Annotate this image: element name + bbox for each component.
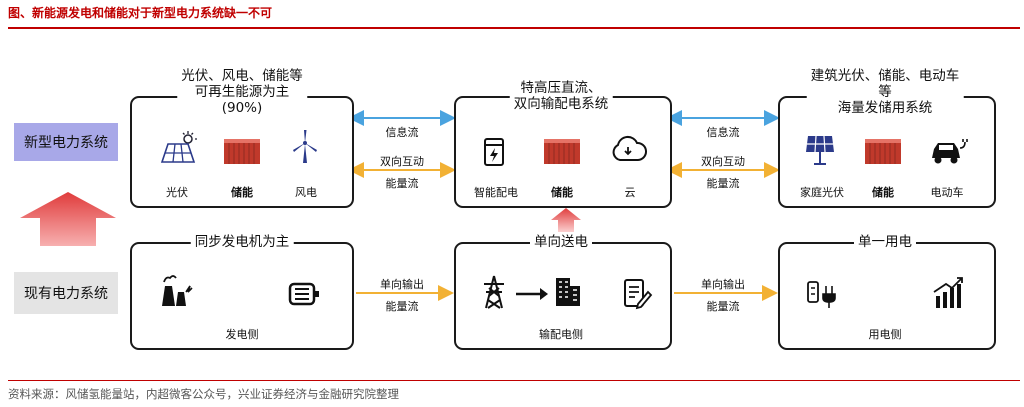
flow-oneway-2: 单向输出 (701, 278, 745, 291)
battery-container-icon (542, 134, 582, 170)
icon-label-ev: 电动车 (930, 186, 964, 199)
current-grid-title: 单向送电 (530, 234, 592, 250)
flow-energy-4: 能量流 (706, 300, 740, 313)
flow-energy-3: 能量流 (385, 300, 419, 313)
upgrade-arrow-left (20, 192, 116, 246)
home-solar-icon (800, 132, 840, 168)
new-consumption-title: 建筑光伏、储能、电动车 等 海量发储用系统 (806, 68, 964, 116)
building-icon (548, 272, 588, 308)
new-generation-title: 光伏、风电、储能等 可再生能源为主 (90%) (177, 68, 307, 116)
icon-label-smart: 智能配电 (474, 186, 518, 199)
cloud-icon (608, 132, 648, 168)
icon-label-solar: 光伏 (166, 186, 188, 199)
current-generation-title: 同步发电机为主 (190, 234, 294, 250)
electric-car-icon (928, 134, 968, 170)
icon-label-storage-3: 储能 (872, 186, 894, 199)
battery-container-icon (863, 134, 903, 170)
document-edit-icon (616, 276, 656, 312)
power-plant-icon (156, 272, 196, 308)
figure-title: 图、新能源发电和储能对于新型电力系统缺一不可 (8, 6, 273, 20)
arrow-right-icon (512, 276, 552, 312)
flow-info-1: 信息流 (385, 126, 419, 139)
current-consumption-title: 单一用电 (854, 234, 916, 250)
flow-oneway-1: 单向输出 (380, 278, 424, 291)
upgrade-arrow-middle (551, 208, 581, 232)
wind-turbine-icon (285, 128, 325, 164)
solar-panel-icon (158, 130, 198, 166)
new-system-label: 新型电力系统 (14, 123, 118, 161)
bottom-label-generation: 发电侧 (225, 328, 259, 341)
current-system-label: 现有电力系统 (14, 272, 118, 314)
icon-label-storage-2: 储能 (551, 186, 573, 199)
new-grid-title: 特高压直流、 双向输配电系统 (509, 80, 613, 112)
smart-distribution-icon (474, 134, 514, 170)
bottom-label-grid: 输配电侧 (539, 328, 583, 341)
icon-label-home-solar: 家庭光伏 (800, 186, 844, 199)
bar-chart-icon (928, 274, 968, 310)
transmission-tower-icon (474, 274, 514, 310)
icon-label-wind: 风电 (295, 186, 317, 199)
flow-bidir-1: 双向互动 (380, 155, 424, 168)
plug-socket-icon (804, 274, 844, 310)
generator-icon (284, 276, 324, 312)
source-divider (8, 380, 1020, 381)
title-divider (8, 27, 1020, 29)
icon-label-cloud: 云 (624, 186, 636, 199)
bottom-label-consumption: 用电侧 (868, 328, 902, 341)
flow-info-2: 信息流 (706, 126, 740, 139)
icon-label-storage-1: 储能 (231, 186, 253, 199)
flow-energy-2: 能量流 (706, 177, 740, 190)
source-note: 资料来源：风储氢能量站，内超微客公众号，兴业证券经济与金融研究院整理 (8, 387, 399, 401)
flow-bidir-2: 双向互动 (701, 155, 745, 168)
flow-energy-1: 能量流 (385, 177, 419, 190)
battery-container-icon (222, 134, 262, 170)
